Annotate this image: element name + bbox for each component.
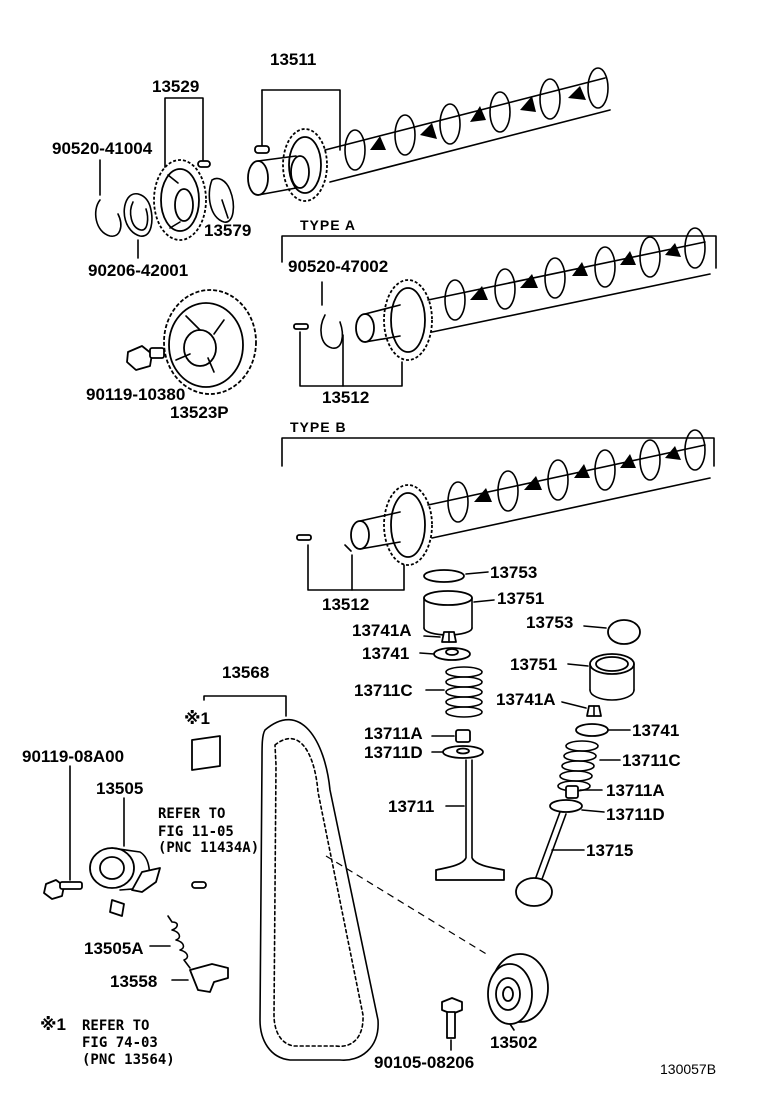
- spring-bracket-13558: [171, 963, 229, 993]
- tensioner-bolt-90119-08A00: [43, 765, 83, 900]
- label-13512-b: 13512: [322, 595, 369, 614]
- spring-seat-13711D-a: [431, 745, 484, 759]
- label-90119-08A00: 90119-08A00: [22, 747, 124, 766]
- label-13711A-a: 13711A: [364, 724, 423, 743]
- label-type-a: TYPE A: [300, 217, 356, 233]
- star1-ref-line3: (PNC 13564): [82, 1052, 175, 1068]
- timing-belt-13568: [203, 695, 489, 1061]
- label-13711D-b: 13711D: [606, 805, 665, 824]
- label-13502: 13502: [490, 1033, 537, 1052]
- spring-seat-13711D-b: [549, 799, 605, 813]
- refer-fig-line3: (PNC 11434A): [158, 840, 259, 856]
- camshaft-type-b: [296, 429, 711, 591]
- label-tag-star1: [191, 735, 221, 771]
- retainer-13741-b: [575, 723, 631, 737]
- intake-valve-13711: [435, 759, 505, 881]
- stem-seal-13711A-b: [565, 785, 603, 799]
- label-type-b: TYPE B: [290, 419, 347, 435]
- label-13568: 13568: [222, 663, 269, 682]
- label-13529: 13529: [152, 77, 199, 96]
- star1-ref-line2: FIG 74-03: [82, 1035, 158, 1051]
- note-star1-mark: ※1: [184, 709, 210, 728]
- tension-spring-13505A: [149, 915, 191, 969]
- label-13505: 13505: [96, 779, 143, 798]
- idler-pulley-13502: [487, 953, 549, 1031]
- refer-fig-line2: FIG 11-05: [158, 824, 234, 840]
- keeper-13741A-a: [423, 631, 457, 643]
- label-13753-b: 13753: [526, 613, 573, 632]
- label-90119-10380: 90119-10380: [86, 385, 185, 404]
- lifter-13751-b: [567, 653, 635, 701]
- label-13579: 13579: [204, 221, 251, 240]
- label-13741-b: 13741: [632, 721, 679, 740]
- exhaust-valve-13715: [515, 811, 585, 907]
- stem-seal-13711A-a: [431, 729, 471, 743]
- snap-ring-90520-41004: [94, 159, 122, 237]
- type-a-bracket: [281, 235, 717, 269]
- label-13751-a: 13751: [497, 589, 544, 608]
- idler-bolt-90105-08206: [441, 997, 463, 1051]
- shim-13753-b: [583, 619, 641, 645]
- tensioner-13505: [89, 797, 207, 917]
- label-13711: 13711: [388, 797, 434, 816]
- label-90105-08206: 90105-08206: [374, 1053, 474, 1072]
- label-13741A-a: 13741A: [352, 621, 412, 640]
- retainer-13741-a: [419, 647, 471, 661]
- lifter-13751-a: [423, 590, 495, 636]
- snap-ring-13579: [208, 177, 235, 223]
- label-13523P: 13523P: [170, 403, 229, 422]
- valve-spring-13711C-b: [557, 740, 621, 792]
- camshaft-type-a: [293, 227, 711, 387]
- camshaft-13511: [247, 67, 611, 202]
- note-star1-ref-mark: ※1: [40, 1015, 66, 1034]
- label-13558: 13558: [110, 972, 157, 991]
- camshaft-gear-13529: [153, 97, 211, 241]
- label-13711A-b: 13711A: [606, 781, 665, 800]
- label-13753-a: 13753: [490, 563, 537, 582]
- label-90520-41004: 90520-41004: [52, 139, 153, 158]
- label-13512-a: 13512: [322, 388, 369, 407]
- star1-ref-line1: REFER TO: [82, 1018, 149, 1034]
- type-b-bracket: [281, 437, 715, 467]
- label-90520-47002: 90520-47002: [288, 257, 388, 276]
- figure-id: 130057B: [660, 1061, 716, 1077]
- camshaft-pulley-13523P: [126, 289, 257, 395]
- label-13711C-a: 13711C: [354, 681, 413, 700]
- label-13751-b: 13751: [510, 655, 557, 674]
- label-13505A: 13505A: [84, 939, 144, 958]
- label-13711C-b: 13711C: [622, 751, 681, 770]
- label-13715: 13715: [586, 841, 633, 860]
- shim-13753-a: [423, 569, 489, 583]
- label-13741-a: 13741: [362, 644, 409, 663]
- refer-fig-line1: REFER TO: [158, 806, 225, 822]
- label-13711D-a: 13711D: [364, 743, 423, 762]
- label-13511: 13511: [270, 50, 316, 69]
- keeper-13741A-b: [561, 701, 602, 717]
- label-13741A-b: 13741A: [496, 690, 556, 709]
- wave-washer-90206-42001: [123, 193, 153, 259]
- valve-spring-13711C-a: [425, 666, 483, 718]
- label-90206-42001: 90206-42001: [88, 261, 188, 280]
